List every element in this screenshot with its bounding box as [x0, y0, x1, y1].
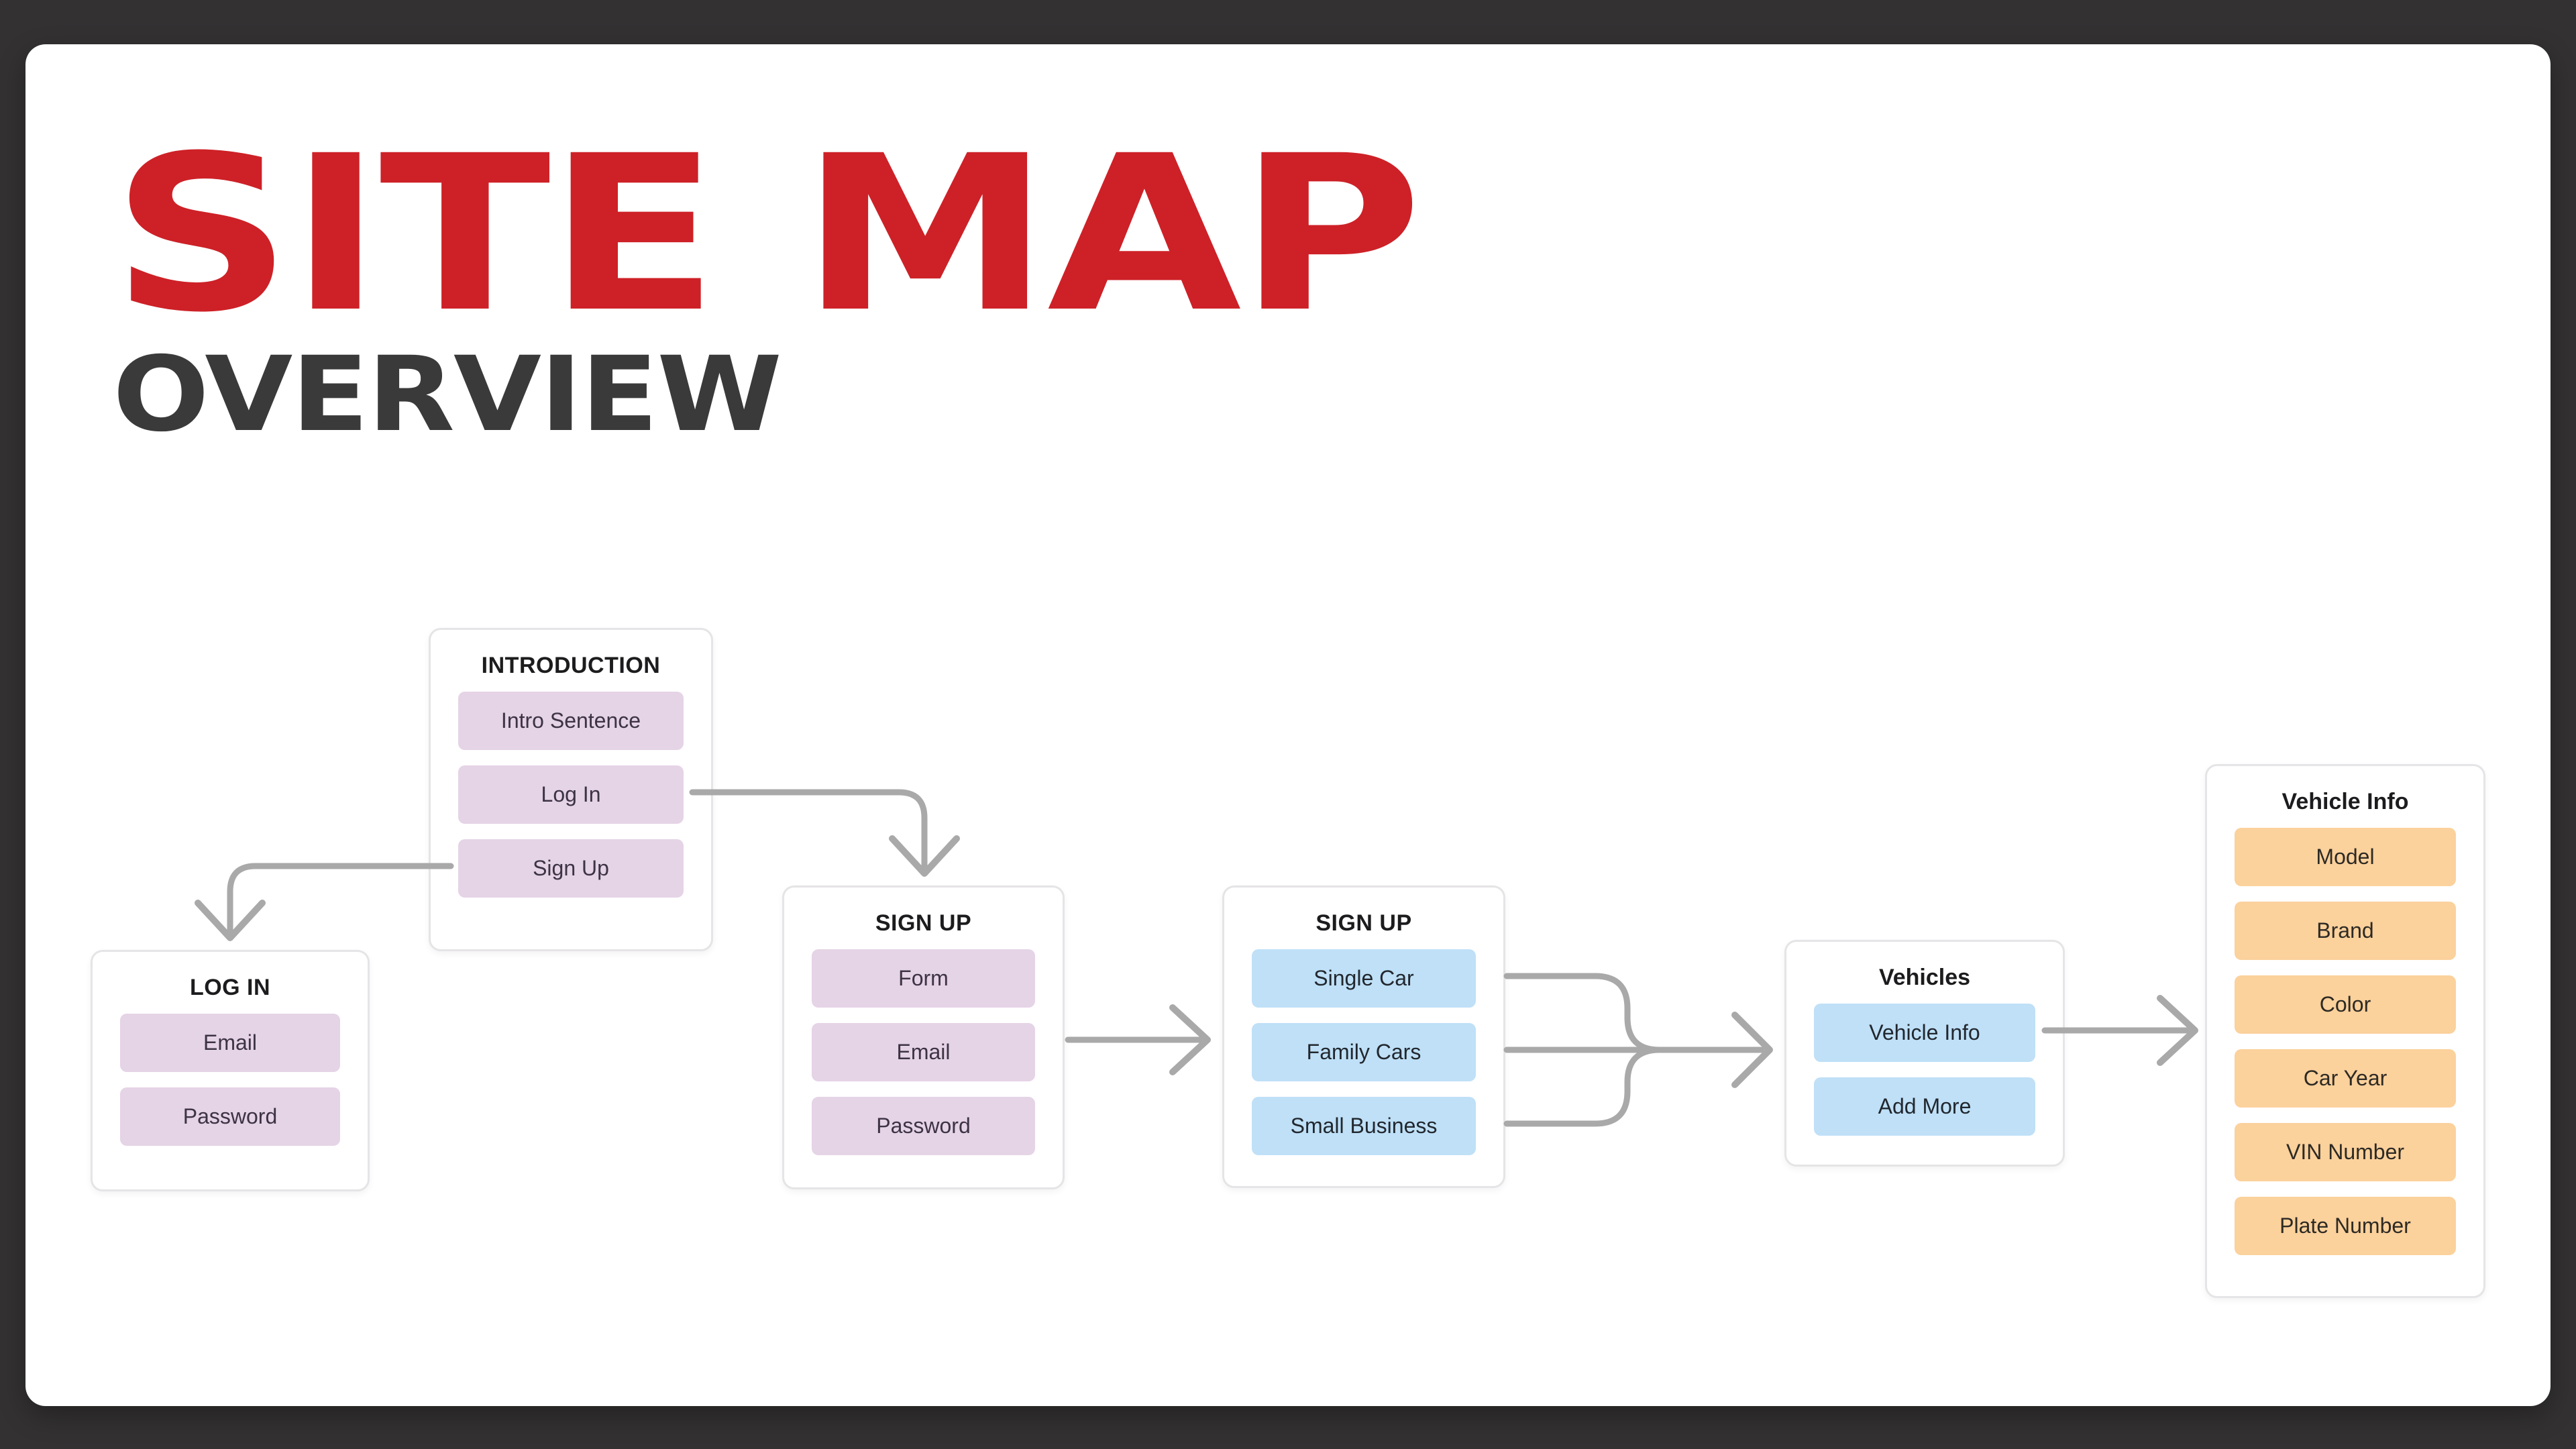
chip-signup-form: Form [812, 949, 1035, 1008]
node-login: LOG IN Email Password [91, 950, 370, 1191]
node-vehicle-info: Vehicle Info Model Brand Color Car Year … [2205, 764, 2485, 1298]
chip-car-year: Car Year [2235, 1049, 2456, 1108]
chip-login-password: Password [120, 1087, 340, 1146]
chip-signup-email: Email [812, 1023, 1035, 1081]
node-signup-form-title: SIGN UP [875, 910, 972, 936]
node-signup-form: SIGN UP Form Email Password [782, 885, 1065, 1189]
chip-vehicle-info: Vehicle Info [1814, 1004, 2035, 1062]
chip-vin-number: VIN Number [2235, 1123, 2456, 1181]
node-signup-plans: SIGN UP Single Car Family Cars Small Bus… [1222, 885, 1505, 1188]
node-vehicles-title: Vehicles [1878, 965, 1971, 990]
chip-login-email: Email [120, 1014, 340, 1072]
chip-add-more: Add More [1814, 1077, 2035, 1136]
page-subtitle: OVERVIEW [113, 335, 782, 455]
chip-small-business: Small Business [1252, 1097, 1476, 1155]
chip-single-car: Single Car [1252, 949, 1476, 1008]
chip-model: Model [2235, 828, 2456, 886]
chip-plate-number: Plate Number [2235, 1197, 2456, 1255]
node-signup-plans-title: SIGN UP [1316, 910, 1412, 936]
chip-intro-sentence: Intro Sentence [458, 692, 684, 750]
node-introduction-title: INTRODUCTION [481, 653, 661, 678]
chip-family-cars: Family Cars [1252, 1023, 1476, 1081]
chip-color: Color [2235, 975, 2456, 1034]
node-vehicle-info-title: Vehicle Info [2282, 789, 2409, 814]
node-introduction: INTRODUCTION Intro Sentence Log In Sign … [429, 628, 713, 951]
chip-signup-password: Password [812, 1097, 1035, 1155]
chip-brand: Brand [2235, 902, 2456, 960]
node-vehicles: Vehicles Vehicle Info Add More [1784, 940, 2065, 1167]
node-login-title: LOG IN [189, 975, 271, 1000]
page-title: SITE MAP [111, 110, 1422, 360]
chip-sign-up: Sign Up [458, 839, 684, 898]
chip-log-in: Log In [458, 765, 684, 824]
